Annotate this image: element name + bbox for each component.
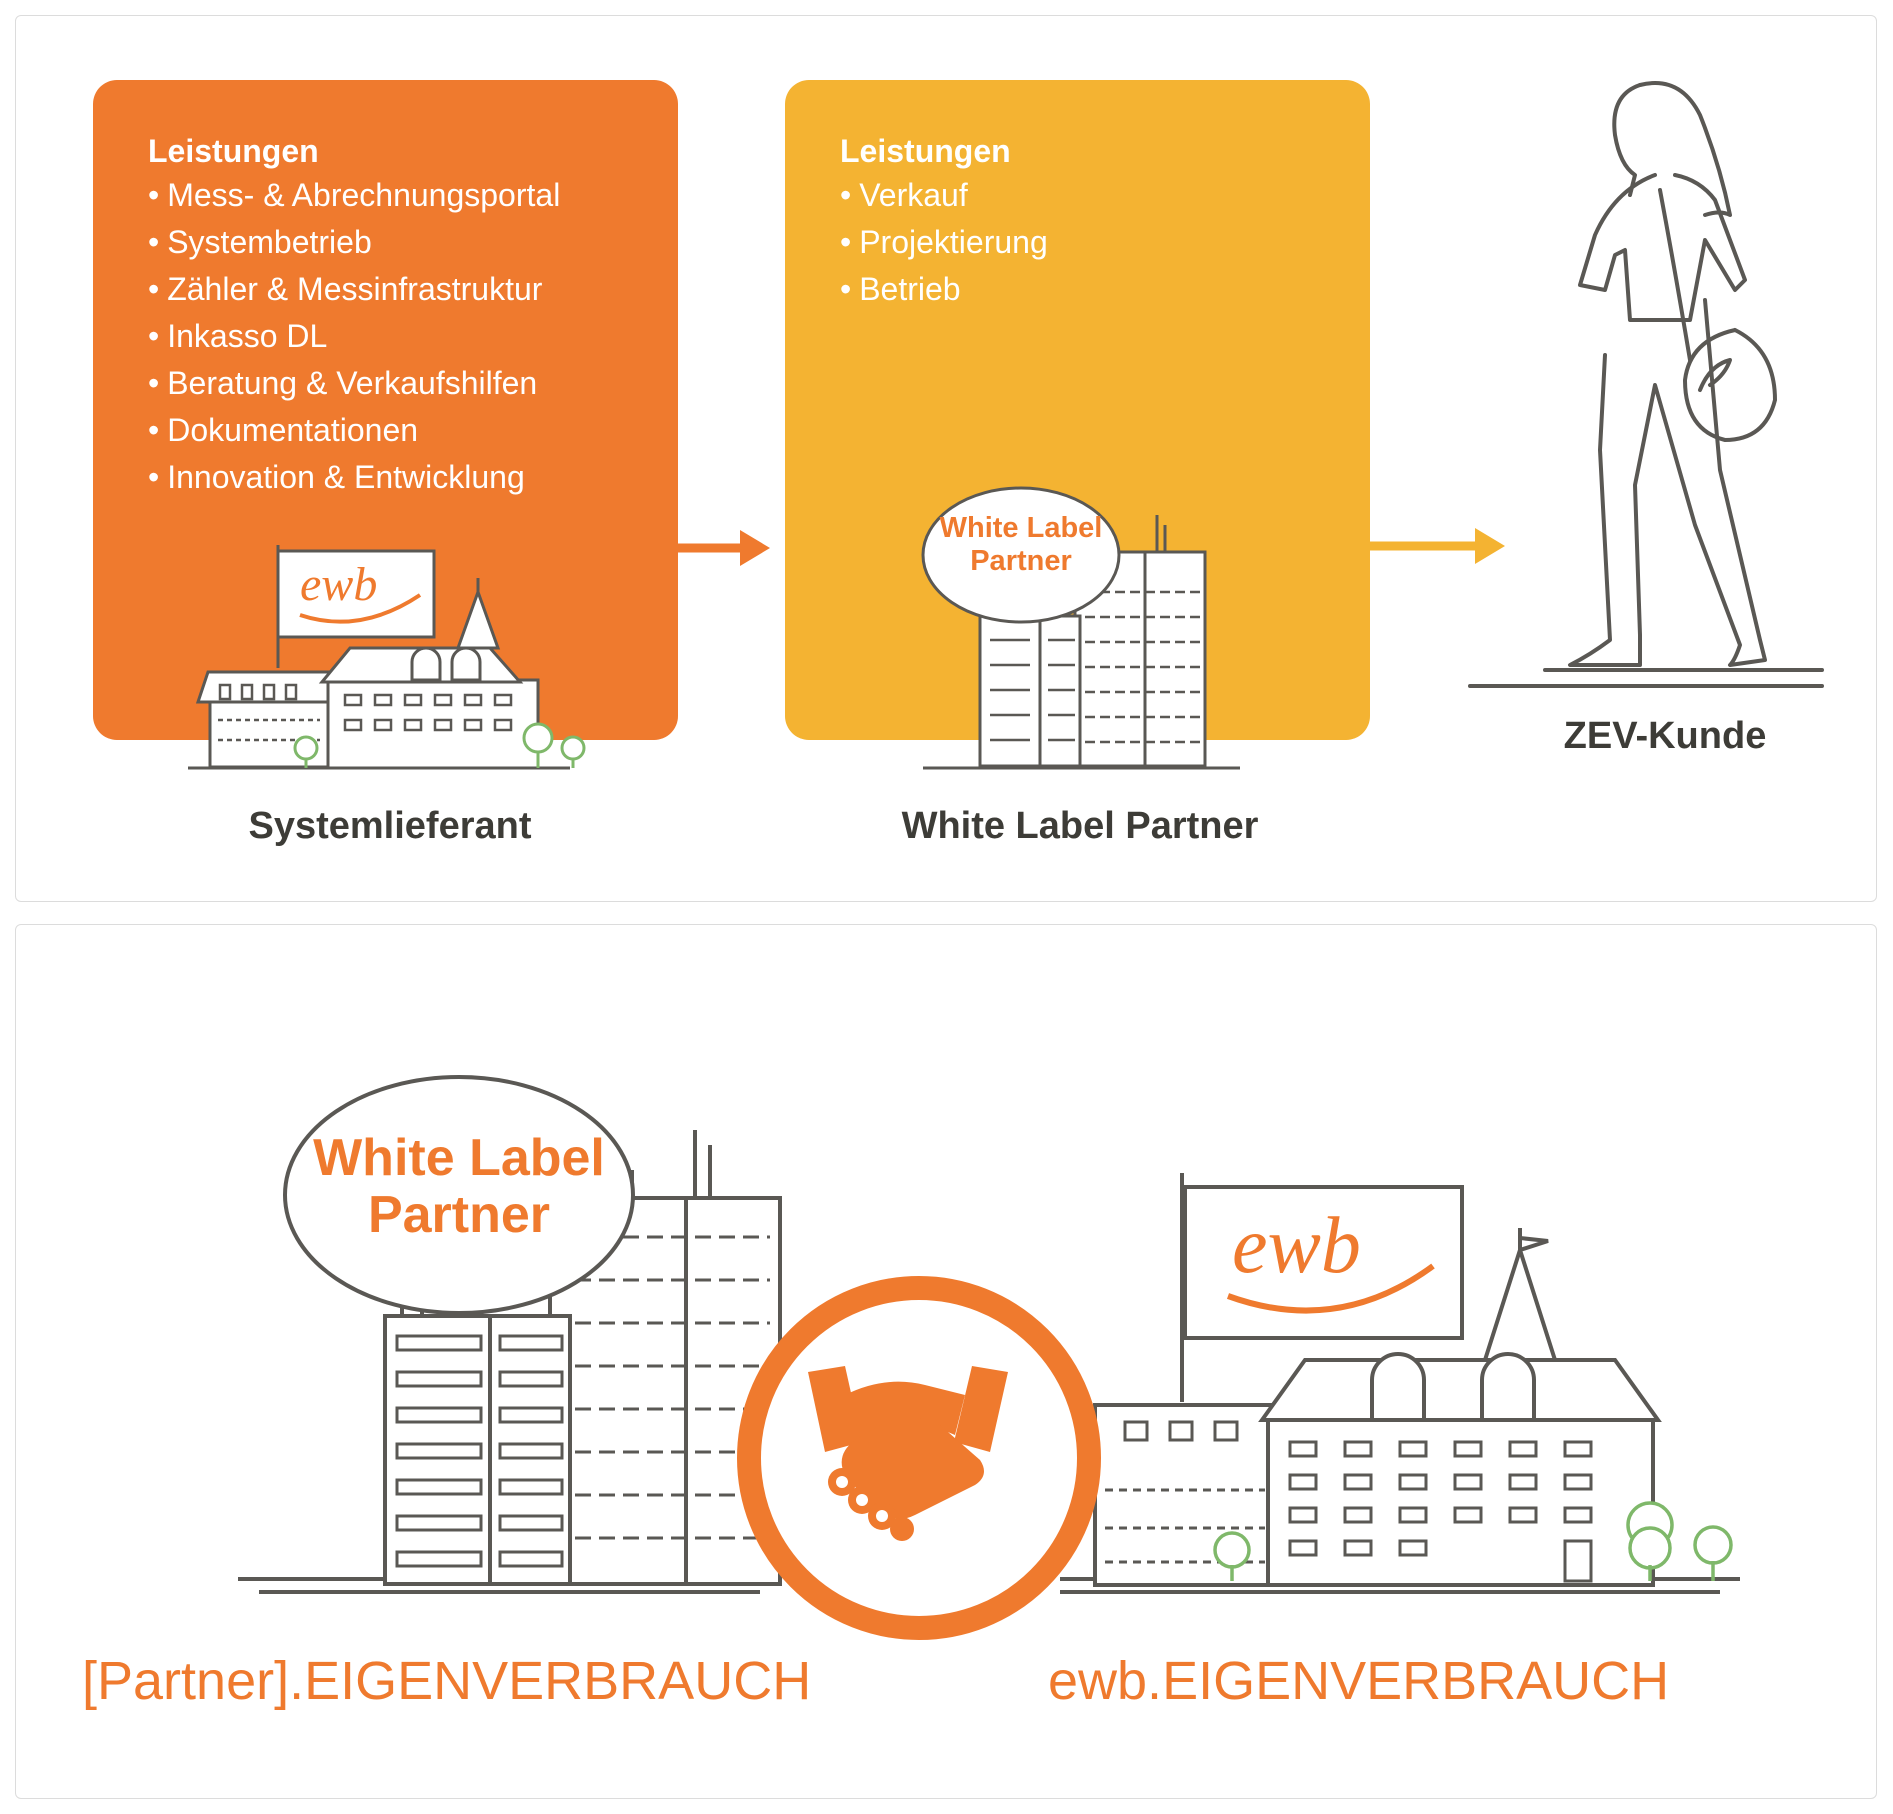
systemlieferant-heading: Leistungen [148,133,319,169]
service-item: Projektierung [840,219,1048,266]
service-item: Dokumentationen [148,407,560,454]
arrow-right-icon [1370,528,1505,564]
wlp-service-list: Verkauf Projektierung Betrieb [840,172,1048,313]
service-item: Systembetrieb [148,219,560,266]
wlp-buildings-large [238,1075,782,1594]
partner-eigenverbrauch-label: [Partner].EIGENVERBRAUCH [82,1651,812,1711]
systemlieferant-caption: Systemlieferant [248,805,532,847]
woman-figure-icon [1468,81,1824,688]
zev-kunde-caption: ZEV-Kunde [1563,715,1767,757]
arrow-right-icon [560,530,770,566]
wlp-services: Leistungen Verkauf Projektierung Betrieb [840,130,1048,313]
tree-icon [293,722,586,768]
service-item: Mess- & Abrechnungsportal [148,172,560,219]
service-item: Inkasso DL [148,313,560,360]
service-item: Verkauf [840,172,1048,219]
tree-icon [1213,1501,1733,1581]
service-item: Betrieb [840,266,1048,313]
wlp-windows [575,1235,770,1540]
wlp-sign-large-line2: Partner [368,1186,550,1244]
handshake-icon [737,1276,1101,1640]
systemlieferant-service-list: Mess- & Abrechnungsportal Systembetrieb … [148,172,560,501]
service-item: Beratung & Verkaufshilfen [148,360,560,407]
service-item: Zähler & Messinfrastruktur [148,266,560,313]
ewb-town-small [188,545,570,770]
service-item: Innovation & Entwicklung [148,454,560,501]
wlp-heading: Leistungen [840,133,1011,169]
ewb-eigenverbrauch-label: ewb.EIGENVERBRAUCH [1048,1651,1670,1711]
systemlieferant-services: Leistungen Mess- & Abrechnungsportal Sys… [148,130,560,501]
white-label-partner-caption: White Label Partner [901,805,1259,847]
ewb-logo-small: ewb [300,558,377,611]
wlp-buildings-small [921,486,1240,770]
wlp-sign-large-line1: White Label [313,1129,605,1187]
ewb-logo-large: ewb [1232,1202,1361,1290]
wlp-sign-small-line1: White Label [940,512,1103,544]
ewb-town-large [1060,1173,1740,1594]
wlp-sign-small-line2: Partner [970,545,1072,577]
systemlieferant-box: Leistungen Mess- & Abrechnungsportal Sys… [93,80,678,740]
flag-icon: ewb [1226,1202,1435,1314]
flag-icon: ewb [299,558,422,624]
